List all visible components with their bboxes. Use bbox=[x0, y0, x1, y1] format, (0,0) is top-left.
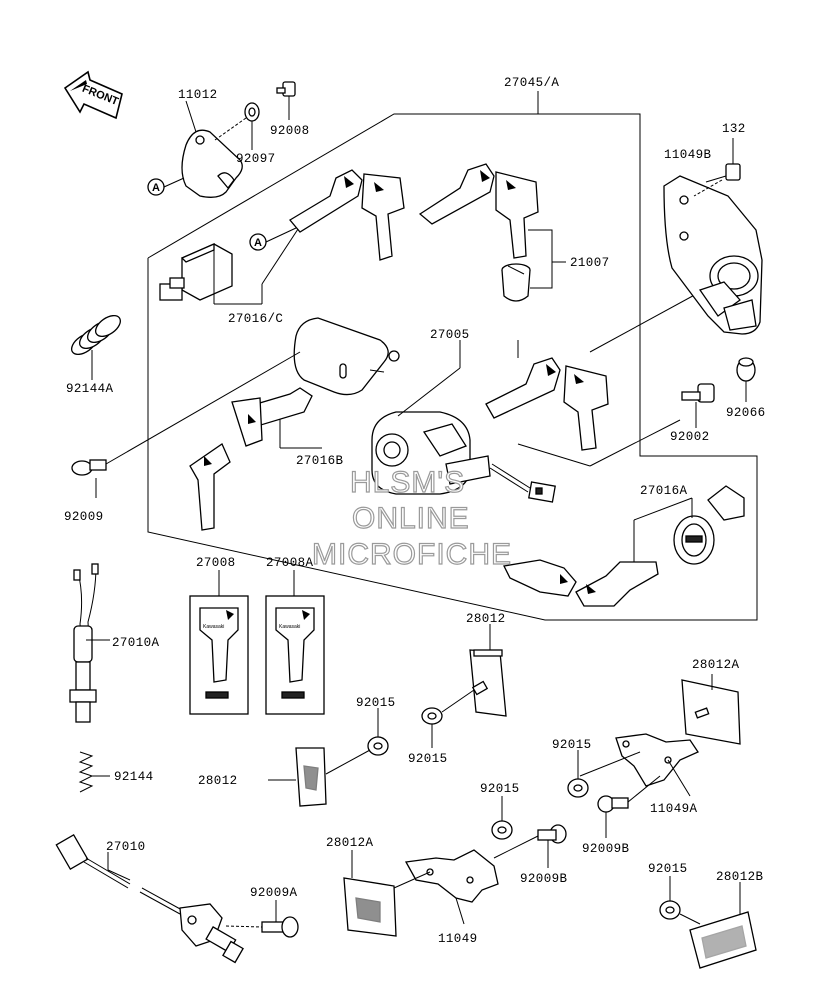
label-92015-b: 92015 bbox=[408, 752, 448, 766]
pad-28012a-bottom bbox=[343, 850, 397, 937]
key-pair-27005 bbox=[485, 291, 701, 467]
pad-28012a-right bbox=[681, 674, 741, 745]
key-pair-27016a bbox=[503, 559, 659, 607]
label-27045a: 27045/A bbox=[504, 76, 559, 90]
label-92002: 92002 bbox=[670, 430, 710, 444]
svg-text:Kawasaki: Kawasaki bbox=[203, 624, 224, 630]
part-labels: 27045/A 11012 92008 92097 132 11049B 210… bbox=[64, 76, 766, 946]
svg-text:Kawasaki: Kawasaki bbox=[279, 624, 300, 630]
lock-cylinder-27016c bbox=[159, 225, 301, 305]
spring-92144a bbox=[70, 314, 122, 380]
pad-28012b bbox=[689, 882, 757, 969]
callout-a-left: A bbox=[147, 177, 185, 196]
switch-27010 bbox=[55, 833, 244, 964]
bracket-11012 bbox=[181, 100, 243, 198]
spring-92144 bbox=[78, 751, 110, 793]
label-92009: 92009 bbox=[64, 510, 104, 524]
nut-92015-b bbox=[367, 708, 389, 756]
key-card-27008a: Kawasaki bbox=[265, 570, 325, 715]
label-92009b-a: 92009B bbox=[582, 842, 630, 856]
label-92066: 92066 bbox=[726, 406, 766, 420]
lock-housing-27016b bbox=[279, 317, 400, 449]
label-11012: 11012 bbox=[178, 88, 218, 102]
label-92144: 92144 bbox=[114, 770, 154, 784]
screw-92002 bbox=[681, 383, 715, 428]
label-11049b: 11049B bbox=[664, 148, 712, 162]
connector-wire bbox=[489, 463, 556, 503]
bolt-92008 bbox=[276, 81, 296, 120]
label-132: 132 bbox=[722, 122, 746, 136]
washer-92097 bbox=[214, 102, 260, 150]
label-27016c: 27016/C bbox=[228, 312, 283, 326]
nut-92015-a bbox=[421, 680, 489, 748]
label-27010a: 27010A bbox=[112, 636, 160, 650]
nut-92015-c bbox=[567, 750, 589, 798]
label-92015-e: 92015 bbox=[648, 862, 688, 876]
ignition-switch-27005 bbox=[371, 340, 519, 495]
screw-92009b-a bbox=[597, 775, 661, 838]
pad-28012-top bbox=[469, 624, 507, 717]
label-27010: 27010 bbox=[106, 840, 146, 854]
bracket-11049b bbox=[663, 175, 763, 335]
svg-text:A: A bbox=[152, 182, 160, 194]
screw-92009b-b bbox=[493, 824, 567, 868]
key-pair-top-left bbox=[289, 169, 405, 261]
label-92015-a: 92015 bbox=[356, 696, 396, 710]
label-92015-d: 92015 bbox=[480, 782, 520, 796]
label-27016a: 27016A bbox=[640, 484, 688, 498]
watermark-line-2: ONLINE bbox=[352, 502, 470, 535]
screw-92009a bbox=[225, 900, 299, 938]
cap-21007 bbox=[501, 229, 566, 302]
label-11049: 11049 bbox=[438, 932, 478, 946]
watermark: HLSM'S ONLINE MICROFICHE bbox=[311, 465, 512, 571]
screw-92009 bbox=[71, 351, 301, 498]
seat-lock-27016a bbox=[633, 485, 745, 580]
assembly-outline bbox=[147, 91, 758, 621]
label-27016b: 27016B bbox=[296, 454, 344, 468]
switch-27010a bbox=[69, 563, 110, 723]
label-28012-left: 28012 bbox=[198, 774, 238, 788]
label-92015-c: 92015 bbox=[552, 738, 592, 752]
label-21007: 21007 bbox=[570, 256, 610, 270]
label-92009b-b: 92009B bbox=[520, 872, 568, 886]
nut-92015-d bbox=[491, 796, 513, 840]
label-28012a-right: 28012A bbox=[692, 658, 740, 672]
label-28012b: 28012B bbox=[716, 870, 764, 884]
pad-28012-left bbox=[268, 747, 371, 807]
key-pair-27016b bbox=[189, 387, 313, 531]
label-11049a: 11049A bbox=[650, 802, 698, 816]
label-92097: 92097 bbox=[236, 152, 276, 166]
bracket-11049a bbox=[579, 733, 699, 797]
key-card-27008: Kawasaki bbox=[189, 570, 249, 715]
screw-132 bbox=[693, 138, 741, 197]
front-arrow-icon: FRONT bbox=[63, 70, 123, 120]
nut-92015-e bbox=[659, 876, 701, 925]
watermark-line-1: HLSM'S bbox=[350, 466, 465, 499]
grommet-92066 bbox=[736, 357, 756, 402]
label-27005: 27005 bbox=[430, 328, 470, 342]
svg-text:A: A bbox=[254, 237, 262, 249]
bracket-11049 bbox=[393, 849, 499, 925]
label-28012-top: 28012 bbox=[466, 612, 506, 626]
label-92144a: 92144A bbox=[66, 382, 114, 396]
watermark-line-3: MICROFICHE bbox=[312, 538, 512, 571]
label-92008: 92008 bbox=[270, 124, 310, 138]
callout-a-center: A bbox=[249, 227, 297, 251]
label-28012a-bottom: 28012A bbox=[326, 836, 374, 850]
label-27008a: 27008A bbox=[266, 556, 314, 570]
key-pair-top-right bbox=[418, 163, 539, 259]
label-92009a: 92009A bbox=[250, 886, 298, 900]
label-27008: 27008 bbox=[196, 556, 236, 570]
